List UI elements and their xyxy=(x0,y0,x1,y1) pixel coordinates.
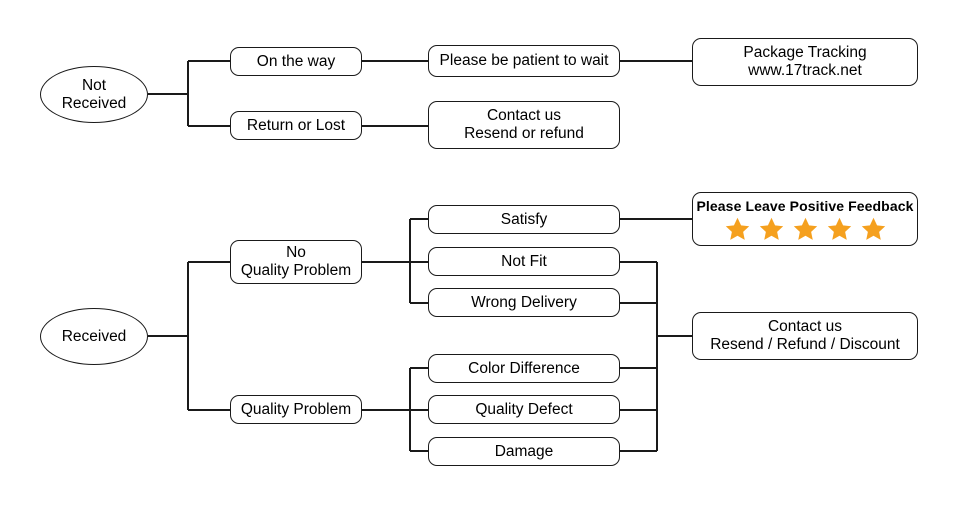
node-package-tracking[interactable]: Package Tracking www.17track.net xyxy=(692,38,918,86)
node-satisfy[interactable]: Satisfy xyxy=(428,205,620,234)
node-contact-us-resend-refund[interactable]: Contact us Resend or refund xyxy=(428,101,620,149)
star-icon[interactable] xyxy=(792,216,819,242)
node-not-received[interactable]: Not Received xyxy=(40,66,148,123)
feedback-label: Please Leave Positive Feedback xyxy=(696,198,914,214)
node-leave-positive-feedback[interactable]: Please Leave Positive Feedback xyxy=(692,192,918,246)
node-return-or-lost[interactable]: Return or Lost xyxy=(230,111,362,140)
node-no-quality-problem[interactable]: No Quality Problem xyxy=(230,240,362,284)
node-on-the-way[interactable]: On the way xyxy=(230,47,362,76)
node-please-be-patient[interactable]: Please be patient to wait xyxy=(428,45,620,77)
star-icon[interactable] xyxy=(758,216,785,242)
node-color-difference[interactable]: Color Difference xyxy=(428,354,620,383)
node-wrong-delivery[interactable]: Wrong Delivery xyxy=(428,288,620,317)
node-quality-defect[interactable]: Quality Defect xyxy=(428,395,620,424)
star-icon[interactable] xyxy=(724,216,751,242)
node-not-fit[interactable]: Not Fit xyxy=(428,247,620,276)
node-contact-us-resend-refund-discount[interactable]: Contact us Resend / Refund / Discount xyxy=(692,312,918,360)
star-icon[interactable] xyxy=(826,216,853,242)
star-rating[interactable] xyxy=(724,216,887,242)
node-quality-problem[interactable]: Quality Problem xyxy=(230,395,362,424)
node-received[interactable]: Received xyxy=(40,308,148,365)
star-icon[interactable] xyxy=(860,216,887,242)
node-damage[interactable]: Damage xyxy=(428,437,620,466)
